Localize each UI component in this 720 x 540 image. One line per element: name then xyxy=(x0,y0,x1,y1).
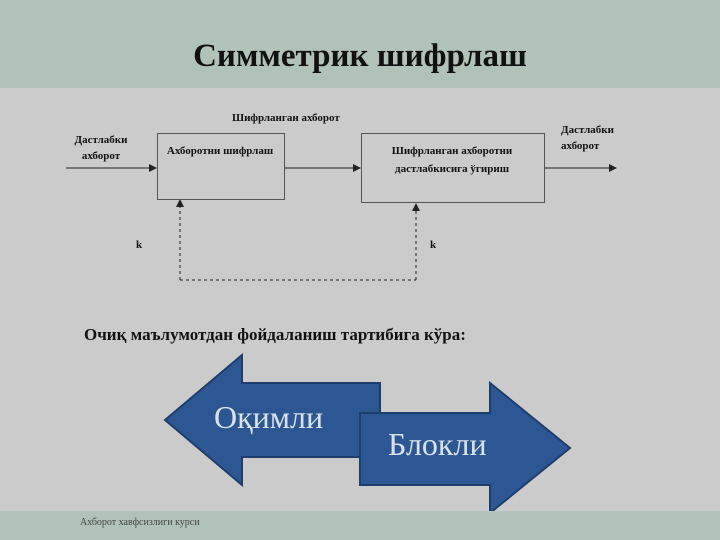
key-right-label: k xyxy=(430,239,437,251)
footer-text: Ахборот хавфсизлиги курси xyxy=(80,517,200,528)
key-left-label: k xyxy=(136,239,143,251)
block-arrow-label: Блокли xyxy=(388,426,487,462)
encrypted-label: Шифрланган ахборот xyxy=(232,112,340,124)
decrypt-box xyxy=(361,133,545,203)
classification-subtitle: Очиқ маълумотдан фойдаланиш тартибига кў… xyxy=(84,325,466,344)
stream-arrow-label: Оқимли xyxy=(214,399,324,435)
output-label: Дастлабки ахборот xyxy=(561,124,614,152)
decrypt-box-label: Шифрланган ахборотни дастлабкисига ўгири… xyxy=(391,145,513,175)
encrypt-box xyxy=(157,133,285,200)
slide-title: Симметрик шифрлаш xyxy=(193,38,527,74)
title-band xyxy=(0,0,720,88)
input-label: Дастлабки ахборот xyxy=(74,134,128,162)
block-arrow-shape xyxy=(359,380,572,516)
footer-band xyxy=(0,511,720,540)
encrypt-box-label: Ахборотни шифрлаш xyxy=(166,145,274,157)
